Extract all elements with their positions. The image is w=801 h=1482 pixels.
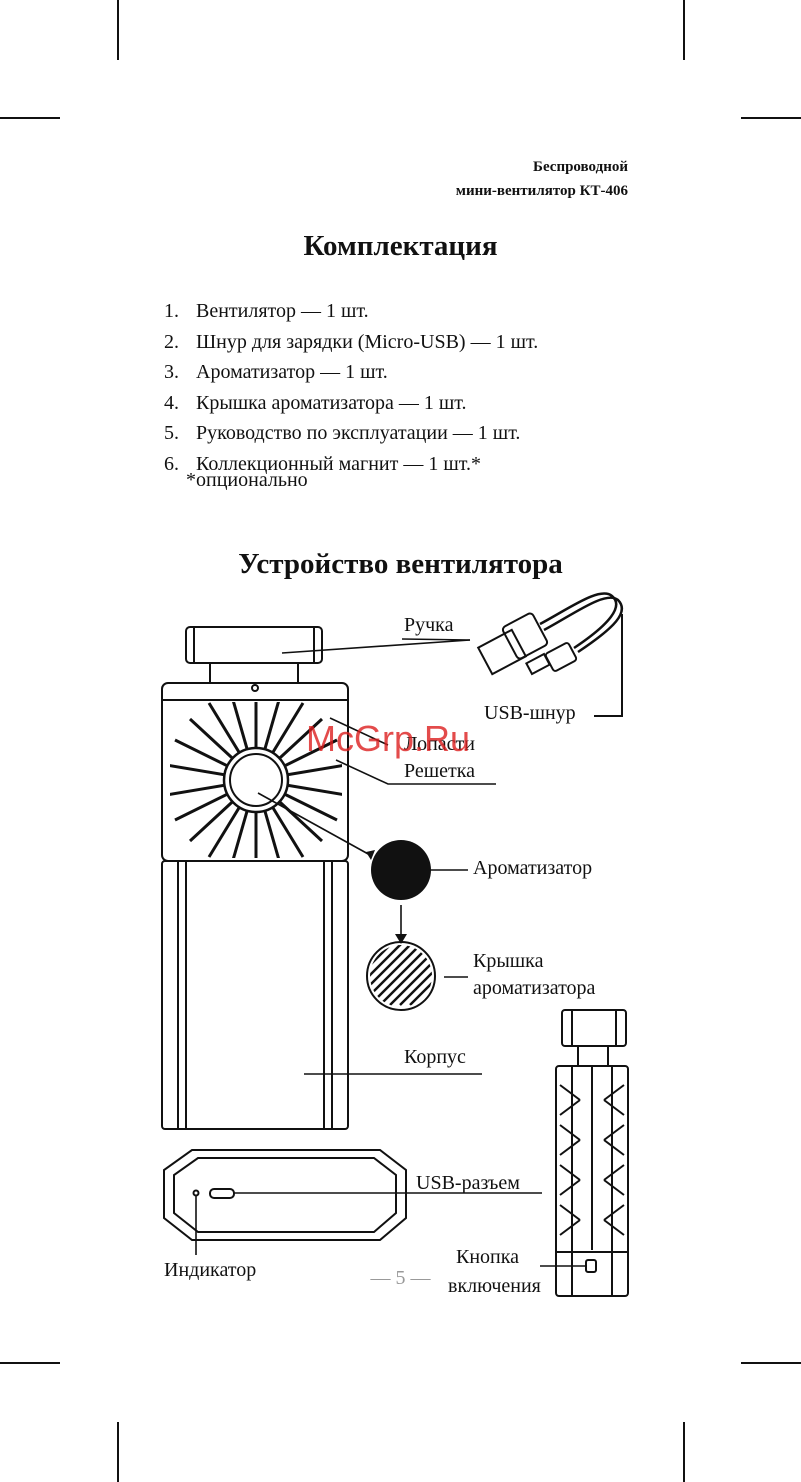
crop-mark [741,1362,801,1364]
list-item: 4.Крышка ароматизатора — 1 шт. [164,391,467,414]
body-shape [161,860,349,1130]
running-header: Беспроводной мини-вентилятор КТ-406 [456,155,628,203]
handle-shape [185,626,323,664]
list-item: 2.Шнур для зарядки (Micro-USB) — 1 шт. [164,330,539,353]
header-line-2: мини-вентилятор КТ-406 [455,183,628,199]
crop-mark [683,0,685,60]
list-item: 6.Коллекционный магнит — 1 шт.* [164,452,481,475]
label-usb-cable: USB-шнур [484,702,576,724]
label-grille: Решетка [404,760,476,782]
optional-note: *опционально [186,469,308,491]
aroma-lid-shape [366,941,436,1011]
crop-mark [741,117,801,119]
crop-mark [117,1422,119,1482]
label-body: Корпус [404,1046,466,1068]
label-power-1: Кнопка [456,1246,520,1268]
usb-port-shape [209,1188,235,1199]
label-aroma: Ароматизатор [473,857,593,879]
fan-hub [222,746,290,814]
label-aroma-lid-1: Крышка [473,950,544,972]
crop-mark [117,0,119,60]
header-line-1: Беспроводной [533,159,628,175]
list-item: 3.Ароматизатор — 1 шт. [164,361,388,383]
list-item: 1.Вентилятор — 1 шт. [164,300,369,322]
crop-mark [683,1422,685,1482]
watermark: McGrp.Ru [306,718,471,759]
kit-list: 1.Вентилятор — 1 шт. 2.Шнур для зарядки … [164,296,538,479]
label-aroma-lid-2: ароматизатора [473,977,596,999]
device-title: Устройство вентилятора [238,548,563,580]
label-usb-port: USB-разъем [416,1172,520,1194]
label-indicator: Индикатор [164,1259,257,1281]
indicator-dot [192,1189,200,1197]
label-power-2: включения [448,1275,541,1297]
kit-title: Комплектация [303,230,498,262]
page-number: — 5 — [370,1267,431,1289]
aroma-shape [371,840,431,900]
list-item: 5.Руководство по эксплуатации — 1 шт. [164,422,521,444]
crop-mark [0,117,60,119]
usb-a-plug [476,628,528,676]
micro-usb-plug [544,642,578,672]
label-handle: Ручка [404,614,454,636]
bottom-view-shape [163,1149,407,1241]
crop-mark [0,1362,60,1364]
label-blades: Лопасти [404,733,475,755]
